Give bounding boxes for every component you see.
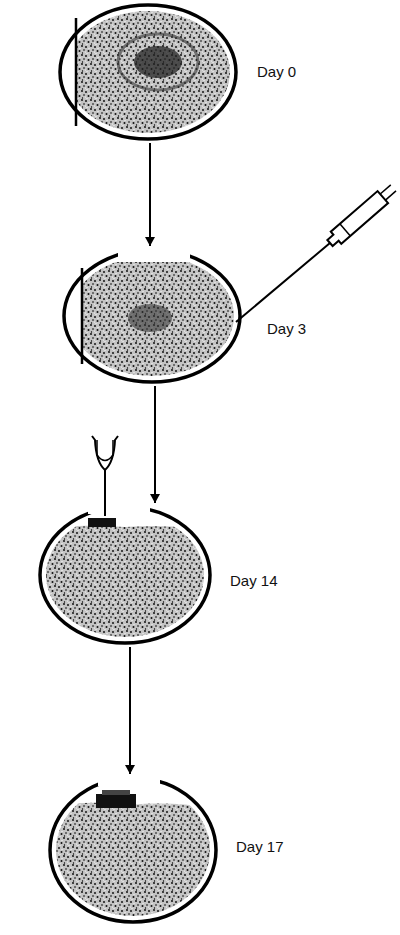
- day-label: Day 17: [234, 838, 286, 856]
- day-label: Day 14: [228, 572, 280, 590]
- egg-stage: Day 0: [60, 5, 236, 139]
- egg-stage: Day 3: [64, 250, 240, 382]
- egg-stage: Day 17: [50, 778, 216, 922]
- stage-arrow: [145, 143, 155, 246]
- day-label: Day 3: [265, 320, 308, 338]
- day-label: Day 0: [255, 63, 298, 81]
- stage-arrow: [150, 386, 160, 503]
- egg-stage: Day 14: [40, 507, 210, 643]
- stage-arrow: [125, 647, 135, 774]
